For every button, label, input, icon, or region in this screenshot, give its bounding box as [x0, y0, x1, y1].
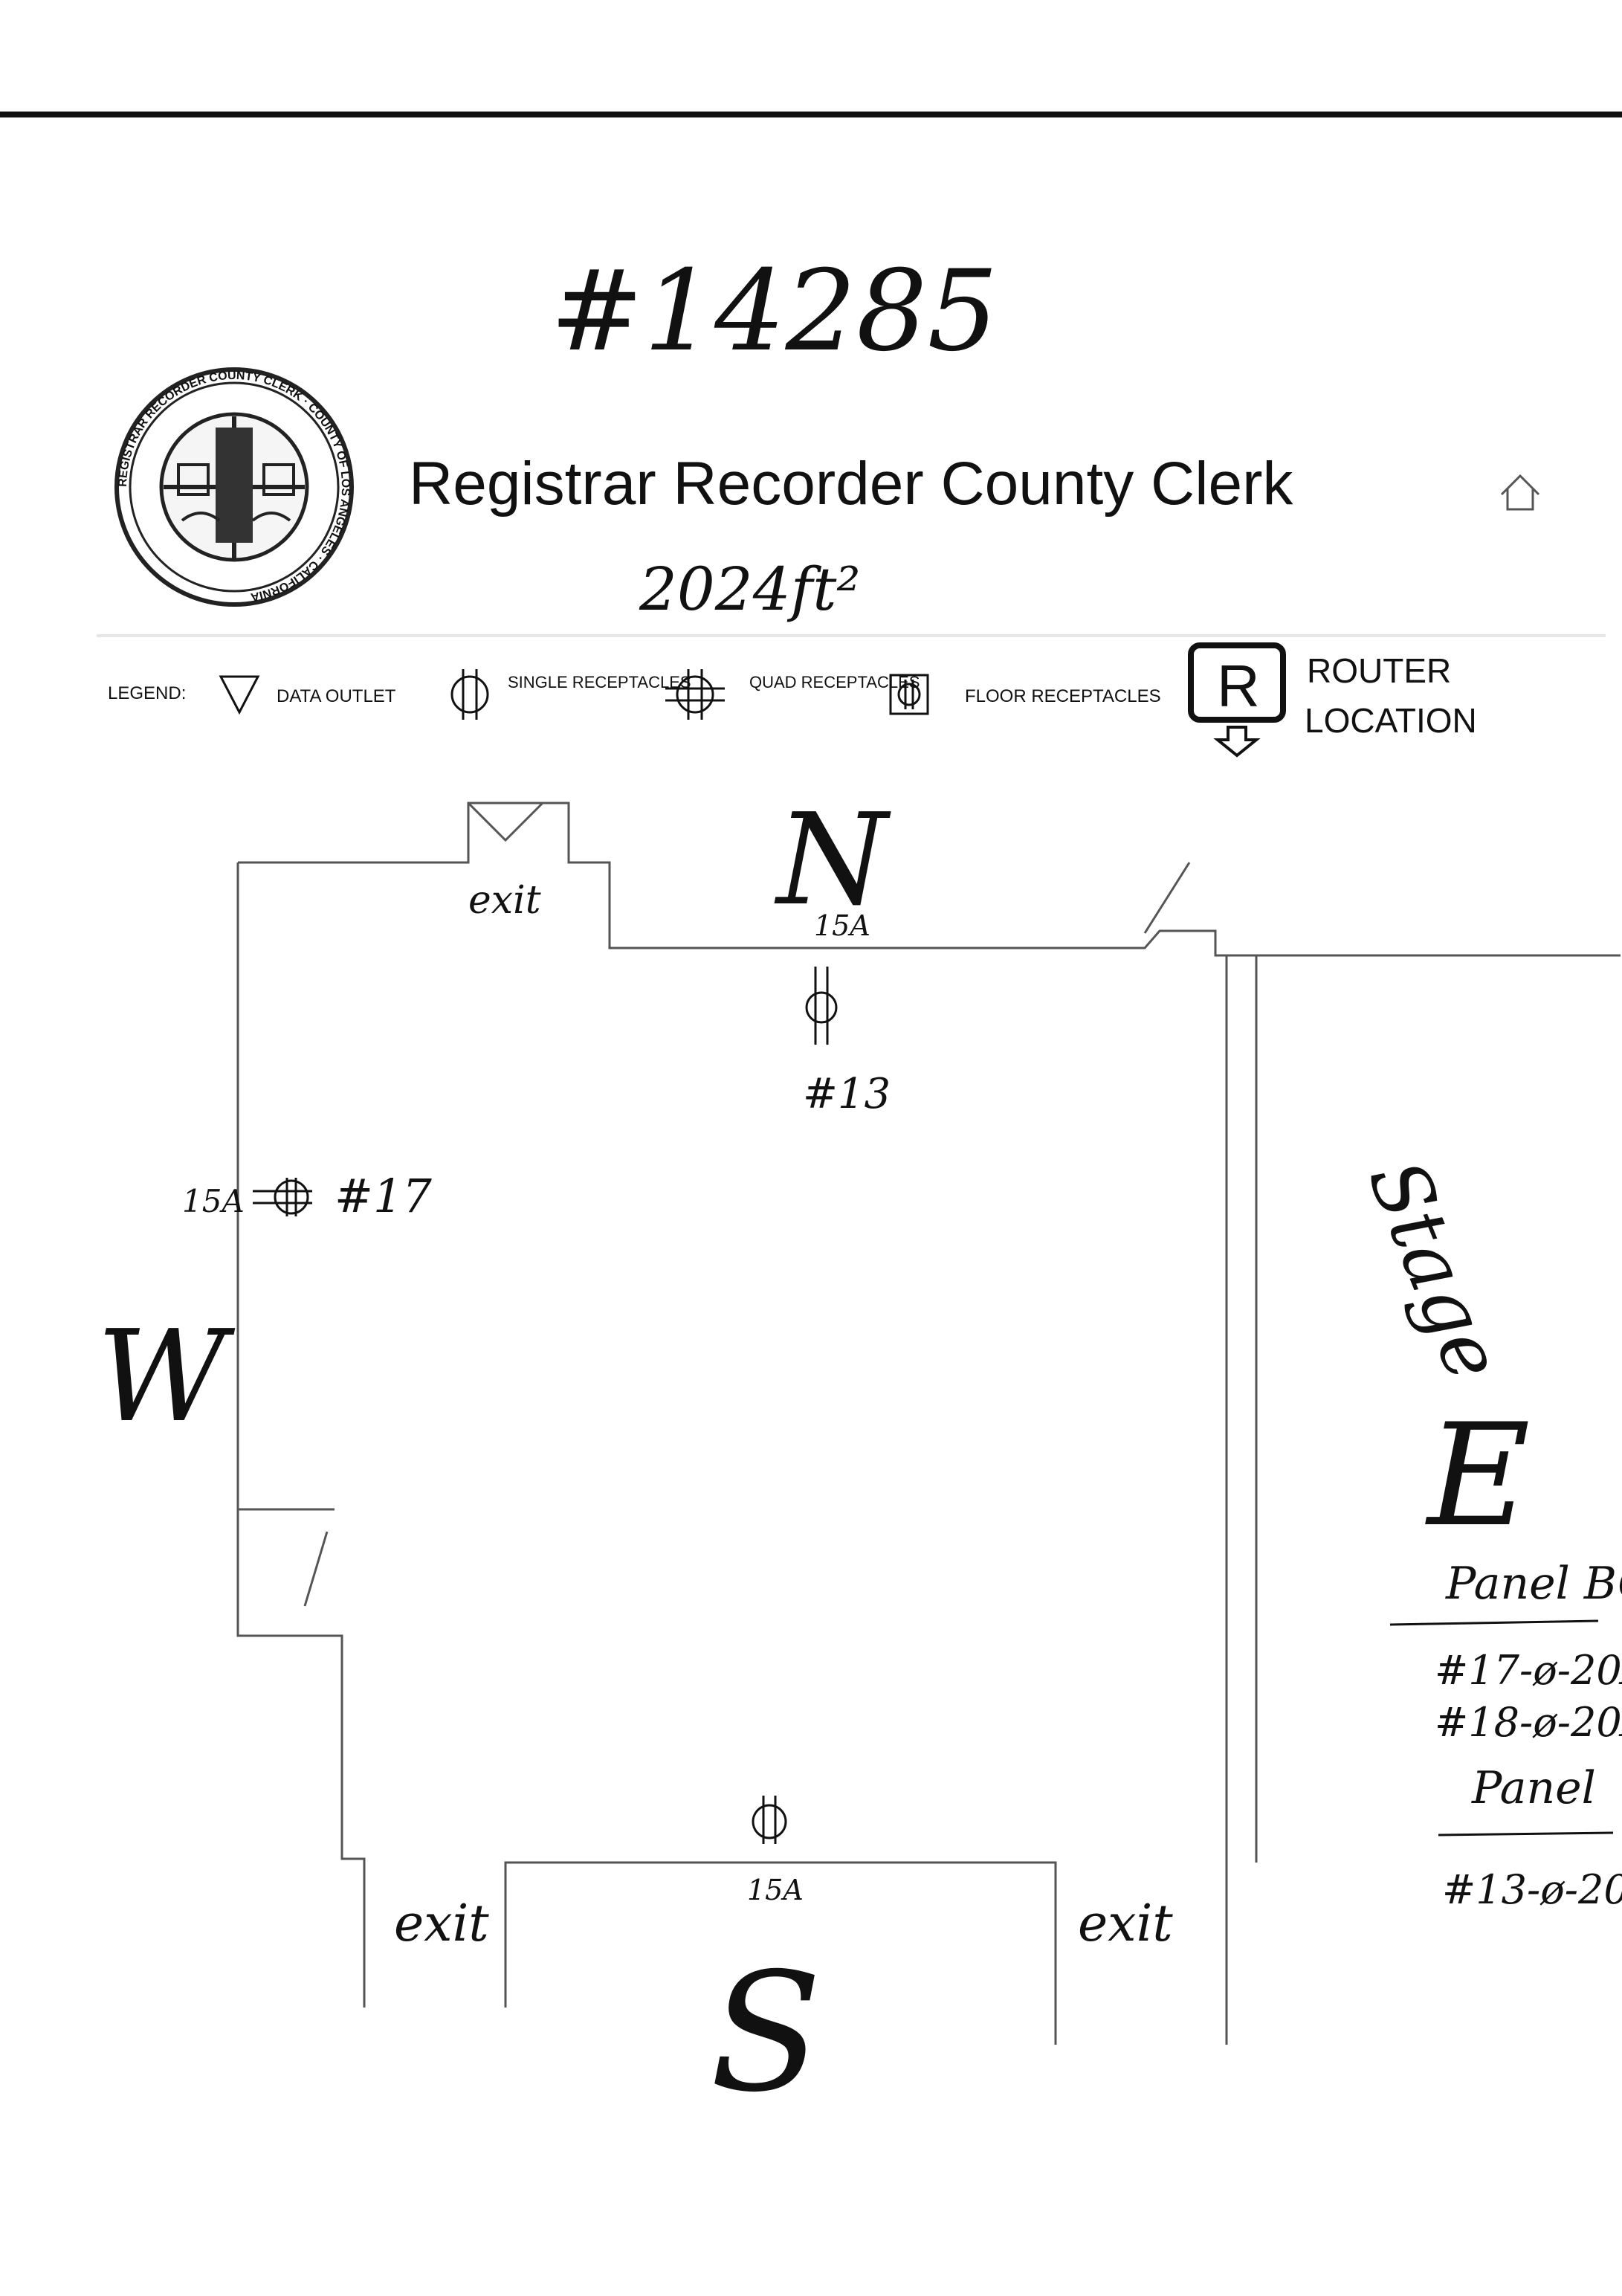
panel-bc-line-1: #17-ø-20A: [1435, 1647, 1622, 1694]
north-single-receptacle-icon: [805, 967, 838, 1045]
legend: LEGEND: DATA OUTLET SINGLE RECEPTACLES Q…: [108, 642, 1477, 758]
legend-data-outlet: DATA OUTLET: [277, 686, 396, 706]
single-receptacle-icon: [450, 669, 489, 720]
panel-line-1: #13-ø-20A: [1442, 1866, 1622, 1913]
home-icon: [1500, 474, 1540, 511]
exit-label-southeast: exit: [1078, 1894, 1173, 1953]
west-quad-receptacle-icon: [253, 1178, 312, 1216]
floor-plan-walls: [236, 802, 1621, 2045]
floor-receptacle-icon: [889, 674, 929, 715]
north-receptacle-circuit: #13: [803, 1070, 891, 1118]
compass-west: W: [97, 1303, 236, 1451]
legend-label: LEGEND:: [108, 683, 186, 703]
quad-receptacle-icon: [665, 669, 725, 720]
area-label: 2024ft²: [639, 555, 860, 624]
triangle-icon: [219, 675, 260, 715]
router-label: ROUTER: [1307, 651, 1451, 690]
router-location-label: LOCATION: [1305, 701, 1477, 740]
job-number: #14285: [550, 247, 998, 376]
south-single-receptacle-icon: [752, 1796, 787, 1844]
panel-bc-line-2: #18-ø-20A: [1435, 1699, 1622, 1746]
compass-south: S: [710, 1938, 822, 2128]
panel-title: Panel: [1471, 1762, 1596, 1814]
compass-north: N: [774, 787, 891, 934]
west-receptacle-circuit: #17: [335, 1169, 432, 1223]
exit-label-north: exit: [468, 878, 541, 923]
legend-floor-receptacles: FLOOR RECEPTACLES: [965, 686, 1161, 706]
page-title: Registrar Recorder County Clerk: [409, 450, 1293, 517]
exit-label-southwest: exit: [394, 1894, 489, 1953]
county-seal-logo: REGISTRAR RECORDER COUNTY CLERK · COUNTY…: [114, 367, 354, 607]
legend-single-receptacles: SINGLE RECEPTACLES: [508, 673, 691, 691]
north-receptacle-amps: 15A: [814, 909, 870, 942]
panel-bc-title: Panel BC: [1445, 1558, 1622, 1610]
scan-top-edge: [0, 112, 1622, 117]
router-location-icon: R: [1188, 642, 1286, 758]
svg-text:R: R: [1217, 653, 1260, 719]
compass-east: E: [1425, 1393, 1531, 1558]
south-receptacle-amps: 15A: [747, 1874, 804, 1906]
panel-notes: Panel BC #17-ø-20A #18-ø-20A Panel #13-ø…: [1389, 1558, 1622, 1913]
stage-label: Stage: [1351, 1148, 1520, 1393]
west-receptacle-amps: 15A: [182, 1183, 245, 1219]
